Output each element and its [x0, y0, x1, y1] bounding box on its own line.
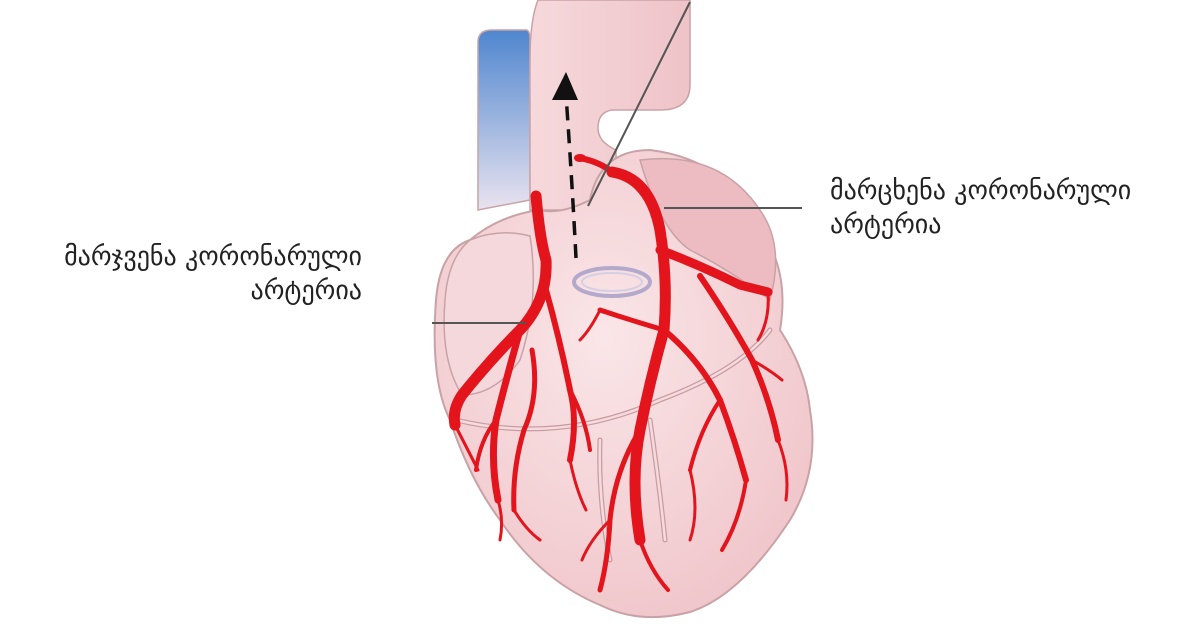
label-right-coronary-artery: მარჯვენა კორონარული არტერია — [64, 240, 362, 308]
label-left-coronary-line1: მარცხენა კორონარული — [830, 174, 1131, 208]
label-right-coronary-line2: არტერია — [64, 274, 362, 308]
label-left-coronary-artery: მარცხენა კორონარული არტერია — [830, 174, 1131, 242]
label-right-coronary-line1: მარჯვენა კორონარული — [64, 240, 362, 274]
label-left-coronary-line2: არტერია — [830, 208, 1131, 242]
superior-vena-cava — [478, 30, 530, 210]
